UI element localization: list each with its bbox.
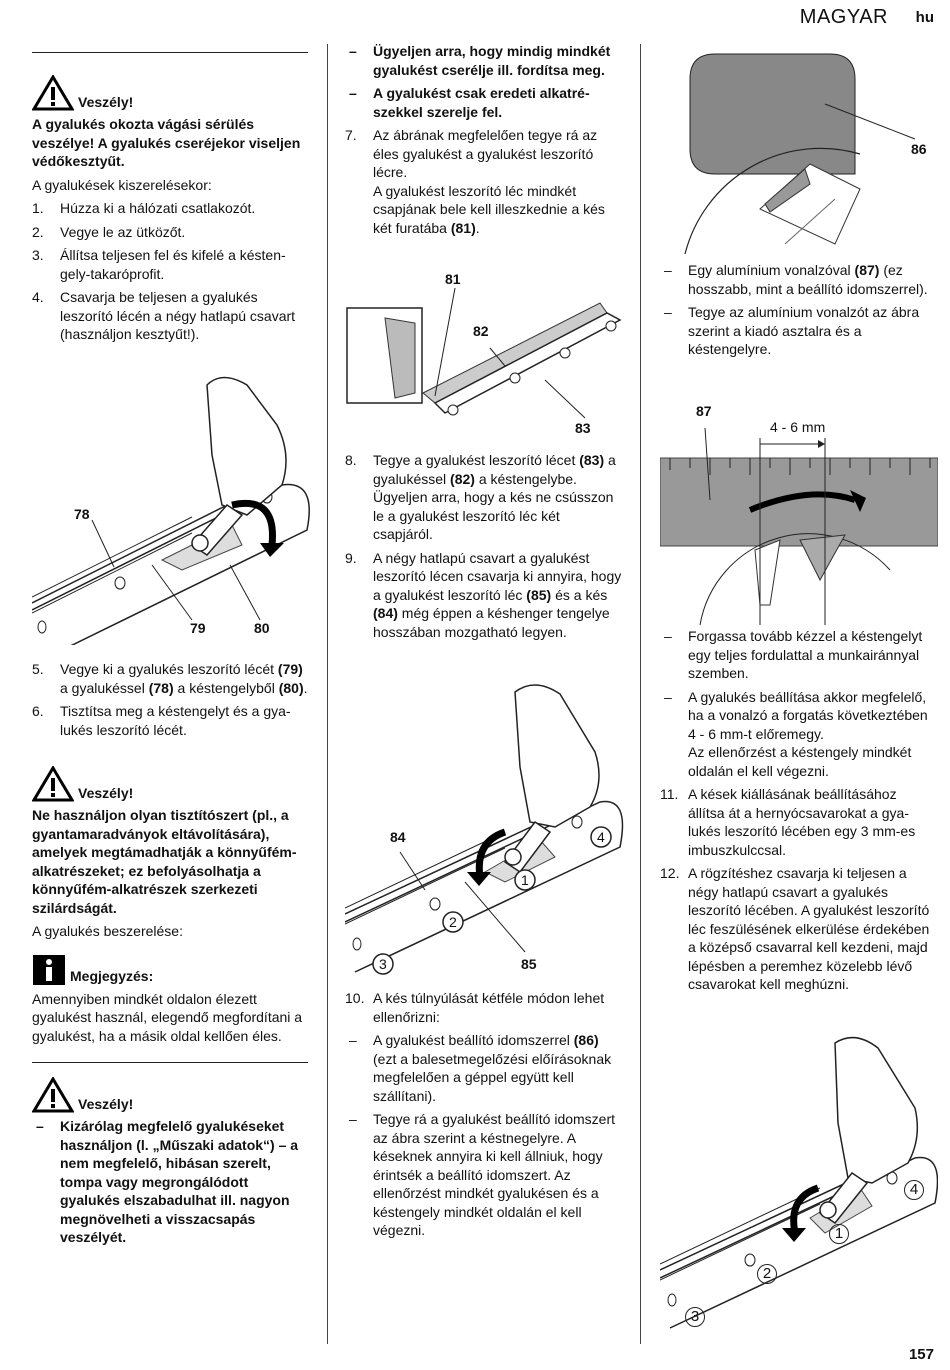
figure-label-80: 80: [254, 620, 270, 636]
figure-screw-tightening: 1 2 3 4: [660, 1028, 938, 1333]
figure-callout-3: 3: [685, 1307, 705, 1327]
warning-triangle-icon: [32, 1077, 74, 1113]
list-item: –Egy alumínium vonalzóval (87) (ez hossz…: [664, 262, 928, 297]
info-icon: [33, 954, 65, 985]
column-3-lower: –Forgassa tovább kézzel a késten­gelyt e…: [660, 627, 936, 999]
danger-title-2: Veszély!: [78, 784, 134, 801]
list-item: 4.Csavarja be teljesen a gyalukés leszor…: [32, 289, 296, 342]
figure-callout-4: 4: [904, 1180, 924, 1200]
figure-label-85: 85: [521, 956, 537, 972]
list-item: –Kizárólag megfelelő gyalukése­ket haszn…: [36, 1118, 299, 1245]
note-heading: Megjegyzés:: [32, 954, 308, 986]
list-item: –Tegye rá a gyalukést beállító idom­szer…: [349, 1111, 616, 1238]
figure-label-83: 83: [575, 420, 591, 436]
danger-text-1: A gyalukés okozta vágási sérülés veszély…: [32, 116, 301, 169]
list-item: 11.A kések kiállásának beállításához áll…: [660, 786, 916, 858]
list-item: 3.Állítsa teljesen fel és kifelé a késte…: [32, 247, 286, 282]
figure-callout-3: 3: [379, 956, 387, 972]
danger-title-3: Veszély!: [78, 1095, 134, 1112]
column-2: –Ügyeljen arra, hogy mindig mind­két gya…: [345, 42, 623, 242]
column-2-lower: 10.A kés túlnyúlását kétféle módon lehet…: [345, 989, 623, 1245]
figure-label-87: 87: [696, 403, 712, 419]
list-item: 2.Vegye le az ütközőt.: [32, 223, 186, 240]
figure-label-79: 79: [190, 620, 206, 636]
page-number: 157: [908, 1345, 934, 1363]
language-header: MAGYAR: [799, 6, 888, 28]
dimension-label: 4 - 6 mm: [770, 419, 826, 435]
figure-label-78: 78: [74, 506, 90, 522]
figure-setting-gauge: 86: [660, 44, 935, 254]
figure-aluminium-ruler: 87 4 - 6 mm: [660, 400, 938, 625]
column-3-upper: –Egy alumínium vonalzóval (87) (ez hossz…: [660, 261, 936, 364]
figure-label-86: 86: [911, 141, 927, 157]
warning-triangle-icon: [32, 75, 74, 111]
removal-steps: 1.Húzza ki a hálózati csatlakozót. 2.Veg…: [32, 199, 308, 344]
list-item: 8.Tegye a gyalukést leszorító lécet (83)…: [345, 452, 616, 542]
list-item: 6.Tisztítsa meg a késtengelyt és a gya­l…: [32, 703, 291, 738]
list-item: –A gyalukést csak eredeti alkatré­szekke…: [349, 85, 590, 120]
figure-callout-1: 1: [829, 1224, 849, 1244]
figure-blade-clamp: 81 82 83: [345, 268, 625, 438]
figure-label-82: 82: [473, 323, 489, 339]
list-item: –Tegye az alumínium vonalzót az ábra sze…: [664, 304, 920, 357]
column-divider-2: [640, 44, 641, 1344]
figure-callout-1: 1: [521, 872, 529, 888]
figure-label-84: 84: [390, 829, 406, 845]
list-item: –A gyalukést beállító idomszerrel (86) (…: [349, 1032, 612, 1104]
column-1-lower: 5.Vegye ki a gyalukés leszorító lécét (7…: [32, 660, 308, 1252]
list-item: 1.Húzza ki a hálózati csatlakozót.: [32, 200, 256, 216]
danger-text-2: Ne használjon olyan tisztítószert (pl., …: [32, 807, 297, 916]
list-item: 10.A kés túlnyúlását kétféle módon lehet…: [345, 990, 605, 1025]
top-rule: [32, 52, 308, 53]
language-code: hu: [915, 9, 934, 26]
removal-intro: A gyalukések kiszerelésekor:: [32, 176, 212, 193]
danger-heading-3: Veszély!: [32, 1077, 308, 1113]
figure-callout-4: 4: [597, 829, 605, 845]
section-rule: [32, 1062, 308, 1063]
list-item: 7.Az ábrának megfelelően tegye rá az éle…: [345, 127, 605, 236]
list-item: 5.Vegye ki a gyalukés leszorító lécét (7…: [32, 661, 308, 696]
danger-heading-2: Veszély!: [32, 766, 308, 802]
figure-callout-2: 2: [757, 1264, 777, 1284]
danger-title-1: Veszély!: [78, 93, 134, 110]
list-item: 9.A négy hatlapú csavart a gyalukést les…: [345, 549, 622, 640]
column-1: Veszély! A gyalukés okozta vágási sérülé…: [32, 52, 308, 349]
warning-triangle-icon: [32, 766, 74, 802]
figure-label-81: 81: [445, 271, 461, 287]
column-divider-1: [327, 44, 328, 1344]
list-item: –Ügyeljen arra, hogy mindig mind­két gya…: [349, 43, 611, 78]
danger-heading-1: Veszély!: [32, 75, 308, 111]
figure-callout-2: 2: [449, 914, 457, 930]
list-item: –Forgassa tovább kézzel a késten­gelyt e…: [664, 628, 923, 681]
note-title: Megjegyzés:: [70, 968, 154, 984]
installation-intro: A gyalukés beszerelése:: [32, 923, 183, 939]
list-item: 12.A rögzítéshez csavarja ki teljesen a …: [660, 865, 930, 992]
column-2-middle: 8.Tegye a gyalukést leszorító lécet (83)…: [345, 451, 623, 646]
note-text: Amennyiben mindkét oldalon élezett gyalu…: [32, 990, 303, 1044]
list-item: –A gyalukés beállítása akkor megfe­lelő,…: [664, 688, 928, 779]
figure-screw-loosening: 84 85 1 2 3 4: [345, 672, 625, 977]
figure-blade-removal: 78 79 80: [32, 365, 310, 645]
